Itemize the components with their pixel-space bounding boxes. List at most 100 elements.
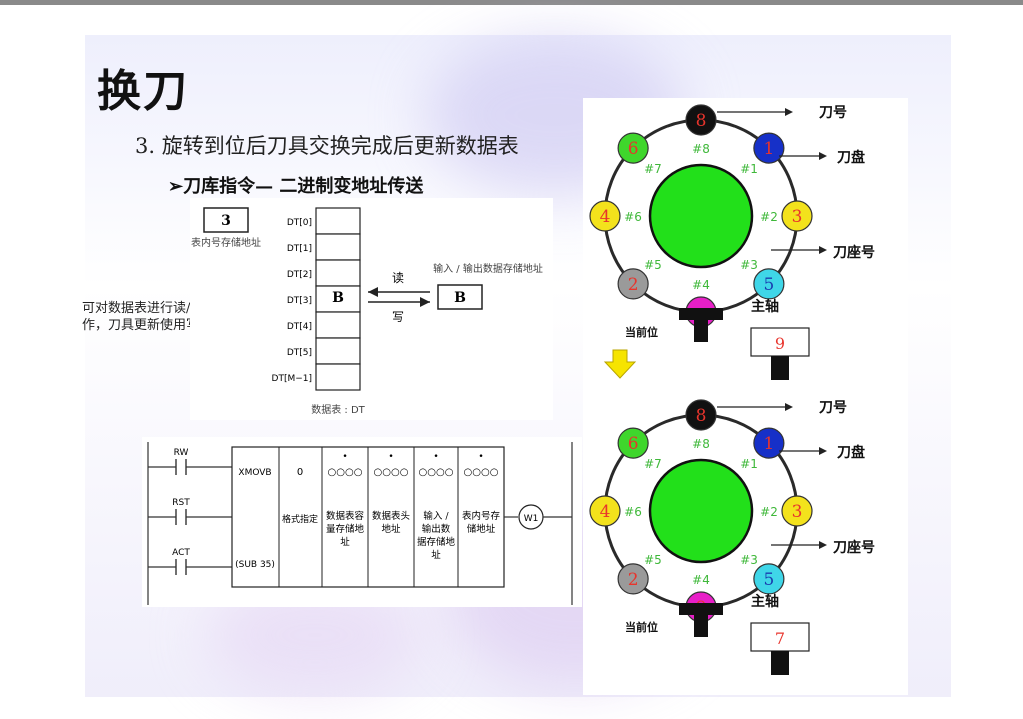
tool-pocket bbox=[753, 132, 785, 164]
seat-number: #7 bbox=[644, 162, 662, 176]
tool-number: 1 bbox=[763, 434, 774, 454]
tool-pocket bbox=[685, 104, 717, 136]
param-dot: • bbox=[478, 452, 483, 462]
spindle-holder bbox=[679, 308, 723, 320]
tool-number-label: 刀号 bbox=[819, 105, 847, 121]
io-value: B bbox=[454, 290, 466, 306]
table-row-label: DT[3] bbox=[287, 296, 312, 306]
tool-number: 8 bbox=[696, 406, 707, 426]
seat-number: #7 bbox=[644, 457, 662, 471]
table-number-box bbox=[203, 207, 249, 233]
param-label: 输入 / bbox=[423, 510, 449, 522]
current-position-label: 当前位 bbox=[625, 620, 658, 634]
param-value: ○○○○ bbox=[419, 467, 454, 478]
param-value: ○○○○ bbox=[374, 467, 409, 478]
seat-number: #8 bbox=[692, 437, 710, 451]
spindle-tool-value: 9 bbox=[775, 334, 785, 353]
write-arrowhead bbox=[420, 297, 430, 307]
seat-number: #5 bbox=[644, 553, 662, 567]
transition-arrow bbox=[603, 349, 637, 379]
tool-number: 2 bbox=[628, 275, 639, 295]
tool-number: 6 bbox=[628, 139, 639, 159]
magazine-hub bbox=[648, 163, 754, 269]
slide-subtitle: 3. 旋转到位后刀具交换完成后更新数据表 bbox=[135, 134, 519, 158]
table-row-cell bbox=[315, 311, 361, 339]
format-value: 0 bbox=[297, 467, 303, 478]
param-label: 储地址 bbox=[467, 523, 496, 535]
param-label: 输出数 bbox=[422, 523, 451, 535]
tool-number: 2 bbox=[628, 570, 639, 590]
tool-pocket bbox=[617, 427, 649, 459]
table-row-cell bbox=[315, 363, 361, 391]
table-row-cell bbox=[315, 259, 361, 287]
spindle-tool-box bbox=[750, 622, 810, 652]
param-label: 表内号存 bbox=[462, 510, 501, 522]
io-box bbox=[437, 284, 483, 310]
seat-number: #2 bbox=[760, 505, 778, 519]
param-label: 址 bbox=[340, 536, 350, 548]
coil-label: W1 bbox=[524, 514, 539, 524]
read-arrowhead bbox=[368, 287, 378, 297]
slide-title: 换刀 bbox=[97, 66, 189, 117]
tool-pocket bbox=[753, 427, 785, 459]
window-top-bar bbox=[0, 0, 1023, 5]
command-heading: ➢刀库指令— 二进制变地址传送 bbox=[168, 176, 424, 197]
contact-label: ACT bbox=[172, 548, 190, 558]
seat-number: #6 bbox=[624, 210, 642, 224]
spindle-holder bbox=[679, 603, 723, 615]
table-number-caption: 表内号存储地址 bbox=[191, 236, 261, 249]
tool-number: 4 bbox=[600, 502, 611, 522]
tool-pocket bbox=[617, 563, 649, 595]
format-label: 格式指定 bbox=[282, 513, 318, 525]
seat-number: #8 bbox=[692, 142, 710, 156]
seat-number: #3 bbox=[740, 553, 758, 567]
tool-number: 5 bbox=[763, 275, 774, 295]
read-label: 读 bbox=[392, 271, 404, 285]
tool-pocket bbox=[617, 268, 649, 300]
table-cell-value: B bbox=[332, 290, 344, 306]
table-row-cell bbox=[315, 337, 361, 365]
tool-pocket bbox=[589, 495, 621, 527]
param-label: 址 bbox=[431, 549, 441, 561]
tool-pocket bbox=[781, 495, 813, 527]
seat-number-label: 刀座号 bbox=[833, 539, 875, 556]
tool-number: 3 bbox=[792, 502, 803, 522]
tool-number: 3 bbox=[792, 207, 803, 227]
table-row-label: DT[1] bbox=[287, 244, 312, 254]
table-row-cell bbox=[315, 207, 361, 235]
table-row-label: DT[2] bbox=[287, 270, 312, 280]
table-row-cell bbox=[315, 285, 361, 313]
instruction-sub: (SUB 35) bbox=[235, 560, 275, 570]
spindle-label: 主轴 bbox=[751, 593, 779, 610]
param-dot: • bbox=[342, 452, 347, 462]
param-value: ○○○○ bbox=[328, 467, 363, 478]
contact-label: RST bbox=[172, 498, 190, 508]
tool-pocket bbox=[753, 268, 785, 300]
tool-pocket bbox=[589, 200, 621, 232]
tool-number-label: 刀号 bbox=[819, 400, 847, 416]
spindle-tool-value: 7 bbox=[775, 629, 785, 648]
seat-number: #2 bbox=[760, 210, 778, 224]
table-row-label: DT[5] bbox=[287, 348, 312, 358]
tool-number: 5 bbox=[763, 570, 774, 590]
write-label: 写 bbox=[392, 310, 404, 324]
seat-number: #1 bbox=[740, 457, 758, 471]
table-row-label: DT[4] bbox=[287, 322, 312, 332]
tool-pocket bbox=[685, 399, 717, 431]
param-dot: • bbox=[388, 452, 393, 462]
contact-label: RW bbox=[174, 448, 189, 458]
seat-number: #6 bbox=[624, 505, 642, 519]
table-row-label: DT[M−1] bbox=[272, 374, 312, 384]
param-value: ○○○○ bbox=[464, 467, 499, 478]
spindle-tool-box bbox=[750, 327, 810, 357]
tool-number: 4 bbox=[600, 207, 611, 227]
table-number-value: 3 bbox=[221, 213, 231, 229]
seat-number: #4 bbox=[692, 278, 710, 292]
magazine-label: 刀盘 bbox=[837, 149, 865, 166]
seat-number: #5 bbox=[644, 258, 662, 272]
instruction-name: XMOVB bbox=[238, 468, 271, 478]
tool-pocket bbox=[781, 200, 813, 232]
tool-pocket bbox=[617, 132, 649, 164]
